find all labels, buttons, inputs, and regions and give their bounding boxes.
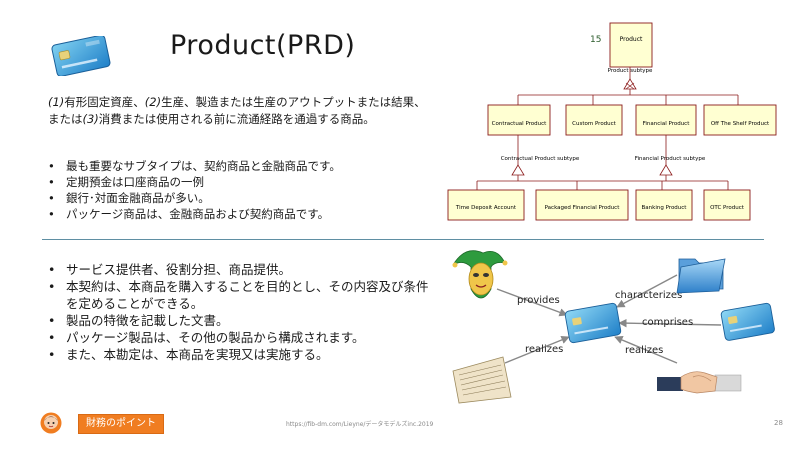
intro-part-2: 生産、製造または生産のアウトプットまたは結果、 — [161, 95, 426, 109]
node-label: Time Deposit Account — [455, 205, 517, 211]
financial-points-button[interactable]: 財務のポイント — [78, 414, 164, 434]
uml-node-product[interactable]: Product — [609, 22, 653, 68]
intro-part-1: 有形固定資産、 — [64, 95, 145, 109]
list-item: また、本勘定は、本商品を実現又は実施する。 — [48, 346, 438, 363]
uml-node-financial-product[interactable]: Financial Product — [635, 104, 697, 136]
relationship-illustration: provides characterizes comprises realize… — [452, 250, 775, 404]
relation-realizes: realizes — [525, 344, 563, 355]
document-icon — [452, 356, 512, 404]
credit-card-icon — [720, 302, 775, 341]
diagram-number: 15 — [590, 35, 601, 45]
intro-text: (1)有形固定資産、(2)生産、製造または生産のアウトプットまたは結果、 または… — [48, 94, 448, 128]
page-number: 28 — [774, 419, 783, 427]
node-label: Custom Product — [572, 121, 617, 127]
relation-provides: provides — [517, 295, 560, 306]
bottom-bullet-list: サービス提供者、役割分担、商品提供。 本契約は、本商品を購入することを目的とし、… — [48, 261, 438, 363]
node-label: Financial Product — [643, 121, 691, 127]
avatar-icon — [40, 412, 62, 434]
relation-comprises: comprises — [642, 317, 693, 328]
page-title: Product(PRD) — [170, 30, 356, 61]
uml-node-otc-product[interactable]: OTC Product — [703, 189, 751, 221]
uml-node-packaged-financial-product[interactable]: Packaged Financial Product — [535, 189, 629, 221]
list-item: 最も重要なサブタイプは、契約商品と金融商品です。 — [48, 158, 341, 174]
list-item: 本契約は、本商品を購入することを目的とし、その内容及び条件を定めることができる。 — [48, 278, 438, 312]
relation-realizes: realizes — [625, 345, 663, 356]
relation-characterizes: characterizes — [615, 290, 682, 301]
list-item: 銀行･対面金融商品が多い。 — [48, 190, 341, 206]
uml-node-custom-product[interactable]: Custom Product — [565, 104, 623, 136]
section-divider — [42, 239, 764, 240]
node-label: Off The Shelf Product — [711, 121, 770, 127]
footer-url: https://fib-dm.com/Lieyne/データモデルズinc.201… — [286, 421, 434, 428]
list-item: 定期預金は口座商品の一例 — [48, 174, 341, 190]
intro-num-1: (1) — [48, 95, 65, 109]
list-item: サービス提供者、役割分担、商品提供。 — [48, 261, 438, 278]
credit-card-icon — [51, 36, 111, 76]
intro-num-3: (3) — [82, 112, 99, 126]
subtype-label: Financial Product subtype — [635, 156, 706, 162]
list-item: パッケージ製品は、その他の製品から構成されます。 — [48, 329, 438, 346]
intro-part-4: 消費または使用される前に流通経路を通過する商品。 — [98, 112, 375, 126]
top-bullet-list: 最も重要なサブタイプは、契約商品と金融商品です。 定期預金は口座商品の一例 銀行… — [48, 158, 341, 222]
uml-node-banking-product[interactable]: Banking Product — [635, 189, 693, 221]
credit-card-icon — [564, 302, 622, 344]
node-label: Product — [620, 36, 643, 43]
intro-num-2: (2) — [144, 95, 162, 109]
subtype-label: Contractual Product subtype — [501, 156, 580, 162]
product-hierarchy-diagram: 15 Product Product subtype Contractual P… — [447, 22, 777, 221]
node-label: Contractual Product — [492, 121, 548, 127]
list-item: パッケージ商品は、金融商品および契約商品です。 — [48, 206, 341, 222]
node-label: Banking Product — [642, 205, 688, 211]
intro-part-3: または — [48, 112, 83, 126]
folder-icon — [676, 258, 726, 294]
uml-node-off-the-shelf-product[interactable]: Off The Shelf Product — [703, 104, 777, 136]
uml-node-contractual-product[interactable]: Contractual Product — [487, 104, 551, 136]
generalization-marker — [659, 164, 673, 176]
generalization-marker — [623, 78, 637, 90]
list-item: 製品の特徴を記載した文書。 — [48, 312, 438, 329]
node-label: OTC Product — [710, 205, 745, 211]
handshake-icon — [657, 371, 742, 394]
mask-icon — [452, 250, 508, 299]
node-label: Packaged Financial Product — [545, 205, 621, 211]
subtype-label: Product subtype — [608, 68, 653, 74]
uml-node-time-deposit-account[interactable]: Time Deposit Account — [447, 189, 525, 221]
generalization-marker — [511, 164, 525, 176]
